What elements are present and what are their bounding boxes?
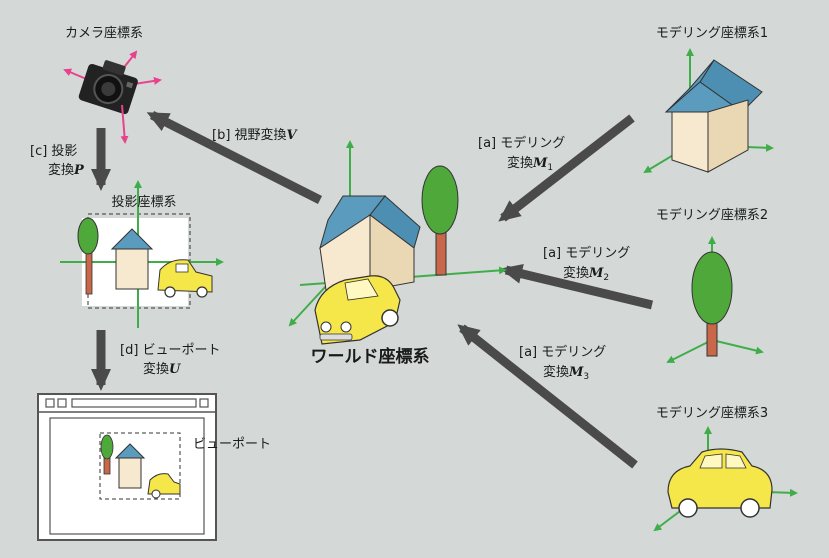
modeling2-label: モデリング座標系2 (656, 207, 768, 223)
modeling-transform-2-line2: 変換M2 (563, 265, 609, 283)
modeling-transform-3-line1: [a] モデリング (519, 344, 606, 360)
projection-transform-label-line2: 変換P (48, 162, 85, 178)
modeling-transform-1-line1: [a] モデリング (478, 135, 565, 151)
modeling-transform-1-line2: 変換M1 (507, 155, 553, 173)
projection-coords-label: 投影座標系 (111, 194, 176, 210)
modeling-transform-3-line2: 変換M3 (543, 364, 589, 382)
arrow-modeling-transform-3 (457, 324, 638, 469)
viewport-transform-label-line2: 変換U (143, 361, 181, 377)
modeling1-label: モデリング座標系1 (656, 25, 768, 41)
modeling-scene-3 (653, 426, 798, 532)
camera-illustration (63, 50, 162, 144)
viewport-label: ビューポート (193, 437, 271, 452)
arrow-view-transform (146, 110, 323, 205)
modeling3-label: モデリング座標系3 (656, 405, 768, 421)
world-scene (288, 140, 507, 345)
arrow-modeling-transform-1 (498, 114, 635, 222)
transform-arrows (91, 110, 654, 469)
screen-window (37, 393, 217, 541)
arrow-modeling-transform-2 (500, 264, 654, 310)
projection-scene (60, 180, 224, 328)
viewport-transform-label-line1: [d] ビューポート (120, 343, 221, 358)
world-coords-label: ワールド座標系 (311, 346, 430, 367)
modeling-transform-2-line1: [a] モデリング (543, 245, 630, 261)
camera-coords-label: カメラ座標系 (65, 26, 143, 41)
modeling-scene-2 (666, 236, 764, 363)
modeling-scene-1 (643, 48, 774, 174)
view-transform-label: [b] 視野変換V (212, 127, 299, 143)
projection-transform-label-line1: [c] 投影 (30, 143, 77, 159)
